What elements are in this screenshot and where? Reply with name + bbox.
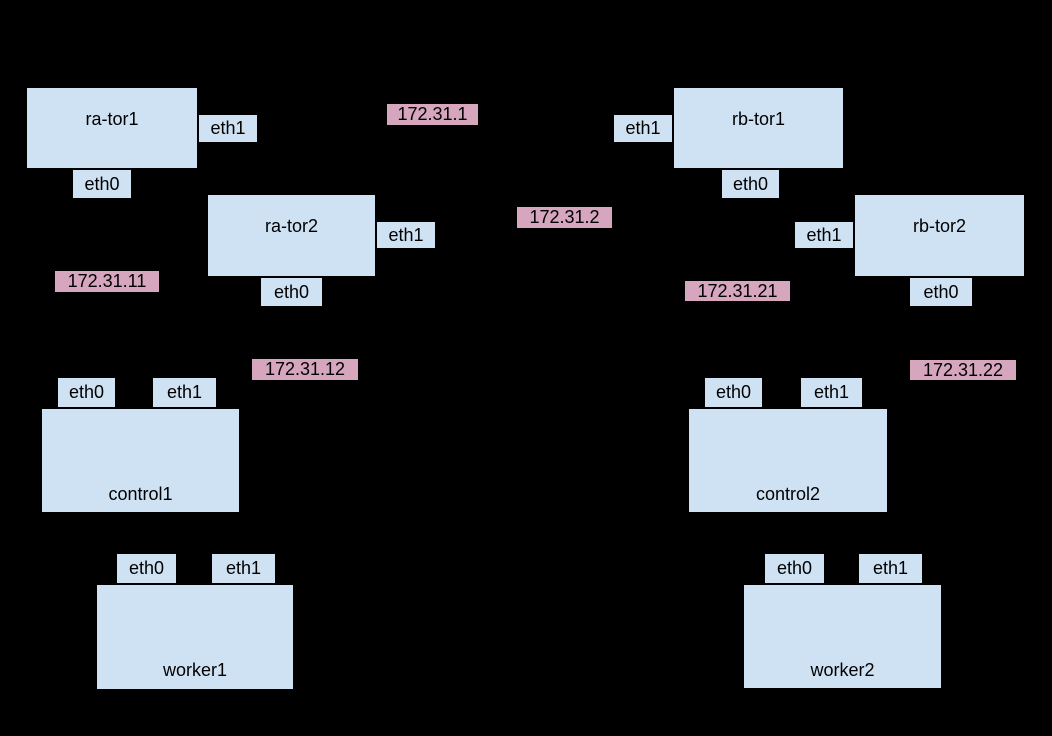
port-control2-eth1: eth1 — [800, 377, 863, 408]
ip-label-172-31-22: 172.31.22 — [910, 360, 1016, 380]
ip-label-172-31-21: 172.31.21 — [685, 281, 790, 301]
node-label-worker1: worker1 — [162, 660, 228, 680]
node-label-worker2: worker2 — [810, 660, 875, 680]
ip-label-172-31-1: 172.31.1 — [387, 104, 478, 125]
port-control2-eth0: eth0 — [704, 377, 763, 408]
port-rb-tor1-eth1: eth1 — [613, 114, 673, 143]
port-worker2-eth0: eth0 — [764, 553, 825, 584]
node-label-control2: control2 — [755, 484, 821, 504]
node-label-ra-tor2: ra-tor2 — [264, 216, 318, 236]
port-ra-tor1-eth0: eth0 — [72, 169, 132, 199]
port-worker1-eth0: eth0 — [116, 553, 177, 584]
node-label-control1: control1 — [108, 484, 173, 504]
node-label-rb-tor1: rb-tor1 — [731, 109, 785, 129]
port-rb-tor2-eth1: eth1 — [794, 221, 854, 249]
node-label-ra-tor1: ra-tor1 — [85, 109, 139, 129]
port-ra-tor1-eth1: eth1 — [198, 114, 258, 143]
node-label-rb-tor2: rb-tor2 — [912, 216, 966, 236]
port-worker2-eth1: eth1 — [858, 553, 923, 584]
port-control1-eth1: eth1 — [152, 377, 217, 408]
port-rb-tor1-eth0: eth0 — [721, 169, 780, 199]
node-worker2: worker2 — [743, 584, 942, 689]
port-worker1-eth1: eth1 — [211, 553, 276, 584]
port-control1-eth0: eth0 — [57, 377, 116, 408]
port-ra-tor2-eth0: eth0 — [260, 277, 323, 307]
node-worker1: worker1 — [96, 584, 294, 690]
node-rb-tor2: rb-tor2 — [854, 194, 1025, 277]
ip-label-172-31-12: 172.31.12 — [252, 359, 358, 380]
node-control2: control2 — [688, 408, 888, 513]
node-control1: control1 — [41, 408, 240, 513]
ip-label-172-31-2: 172.31.2 — [517, 207, 612, 228]
node-ra-tor2: ra-tor2 — [207, 194, 376, 277]
node-ra-tor1: ra-tor1 — [26, 87, 198, 169]
port-rb-tor2-eth0: eth0 — [909, 277, 973, 307]
port-ra-tor2-eth1: eth1 — [376, 221, 436, 249]
node-rb-tor1: rb-tor1 — [673, 87, 844, 169]
ip-label-172-31-11: 172.31.11 — [55, 271, 159, 292]
